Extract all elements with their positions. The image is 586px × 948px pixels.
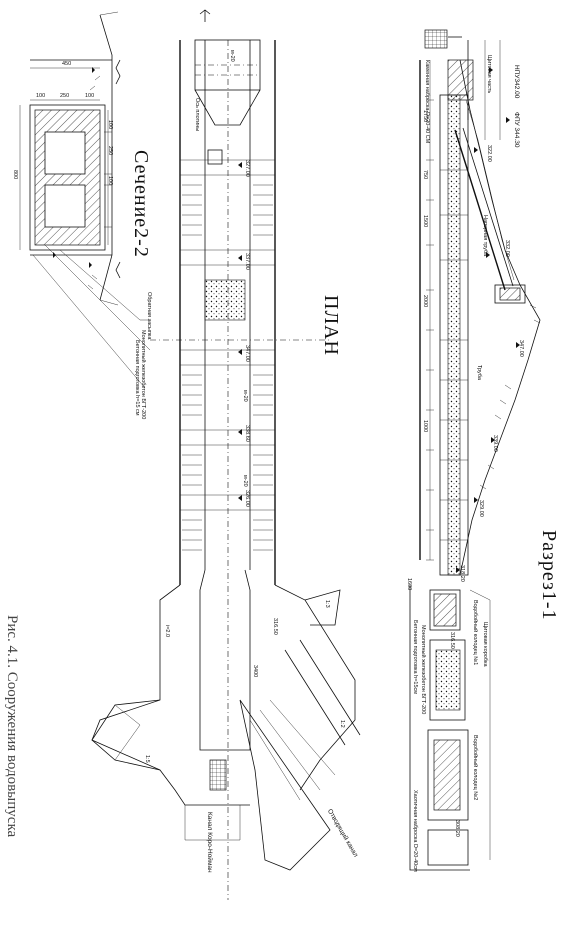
shield-box bbox=[429, 589, 461, 631]
dim-100-c: 100 bbox=[107, 120, 113, 130]
label-2000: 2000 bbox=[422, 295, 428, 308]
pipe-conduit bbox=[447, 94, 461, 576]
label-npu: НПУ342.00 bbox=[513, 65, 520, 99]
label-m20-b: м-20 bbox=[242, 390, 248, 402]
label-1500a: 1500 bbox=[422, 215, 428, 228]
label-backfill: Обратная засыпка bbox=[146, 292, 152, 340]
dim-100-b: 100 bbox=[85, 93, 95, 99]
label-1600: 1600 bbox=[406, 578, 412, 591]
title-stamp bbox=[424, 29, 448, 49]
label-concrete-22: Бетонная подготовка h=15 см bbox=[134, 340, 140, 416]
label-fpu: ФПУ 344.30 bbox=[513, 112, 520, 148]
stilling-well-2 bbox=[427, 729, 469, 821]
label-750: 750 bbox=[422, 170, 428, 180]
label-canal-koro: Канал Коро-Нойман bbox=[206, 812, 213, 873]
label-308: 308.20 bbox=[454, 820, 460, 837]
label-338: 338.60 bbox=[244, 425, 250, 442]
section-1-1-title: Разрез1-1 bbox=[538, 530, 560, 621]
dim-250-v: 250 bbox=[107, 146, 113, 156]
plan-view bbox=[91, 9, 361, 900]
label-329: 329.00 bbox=[478, 500, 484, 517]
section-2-2-title: Сечение2-2 bbox=[130, 150, 152, 258]
dam-embankment bbox=[459, 59, 541, 576]
label-shield-box: Щитовая коробка bbox=[482, 622, 488, 667]
section-2-2 bbox=[19, 11, 151, 389]
label-slope-2: 1:3 bbox=[324, 600, 330, 608]
dim-450: 450 bbox=[62, 61, 72, 67]
label-1000: 1000 bbox=[422, 420, 428, 433]
figure-caption: Рис. 4.1. Сооружения водовыпуска bbox=[4, 615, 20, 838]
label-316: 316.50 bbox=[449, 632, 455, 649]
label-326: 326.00 bbox=[244, 490, 250, 507]
label-m20-a: м-20 bbox=[229, 50, 235, 62]
dim-100-d: 100 bbox=[107, 176, 113, 186]
label-339: 339.00 bbox=[492, 435, 498, 452]
label-347-plan: 347.00 bbox=[244, 345, 250, 362]
label-slope-3: 1:2 bbox=[339, 720, 345, 728]
label-322: 322.00 bbox=[486, 145, 492, 162]
outlet-canal bbox=[239, 699, 331, 871]
label-stone-fill: Каменная наброска D=20-40 СМ bbox=[424, 60, 430, 144]
label-i20: i=2.0 bbox=[164, 625, 170, 638]
stilling-pool bbox=[209, 759, 227, 791]
label-dam-axis: Ось плотины bbox=[194, 98, 200, 132]
label-3400: 3400 bbox=[252, 665, 258, 678]
label-well-2: Водобойный колодец №2 bbox=[472, 735, 478, 801]
label-pipe: Труба bbox=[476, 365, 482, 380]
shield-part bbox=[447, 59, 474, 101]
label-337: 337.00 bbox=[244, 253, 250, 270]
section-1-1 bbox=[409, 29, 541, 871]
label-concrete-prep: Бетонная подготовка h=15см bbox=[412, 620, 418, 695]
label-m20-c: м-20 bbox=[242, 475, 248, 487]
label-well-1: Водобойный колодец №1 bbox=[472, 600, 478, 666]
shaft-tower bbox=[494, 284, 526, 304]
label-332: 332.00 bbox=[504, 240, 510, 257]
label-318: 318.20 bbox=[459, 565, 465, 582]
dim-250: 250 bbox=[60, 93, 70, 99]
label-shield-part: Щитовая часть bbox=[486, 55, 492, 94]
dim-800: 800 bbox=[12, 170, 18, 180]
plan-outlet bbox=[199, 569, 251, 751]
label-1750: 1750 bbox=[422, 110, 428, 123]
stilling-well-1 bbox=[429, 639, 466, 721]
label-316-plan: 316.50 bbox=[272, 618, 278, 635]
label-stone-fill-2: Хаотичная наброска D=20-40см bbox=[412, 790, 418, 872]
label-slope-1: 1:5 bbox=[144, 755, 150, 763]
dim-100-a: 100 bbox=[36, 93, 46, 99]
label-347: 347.00 bbox=[518, 340, 524, 357]
label-327: 327.00 bbox=[244, 160, 250, 177]
label-pressure-pipe: Напорная труба bbox=[482, 215, 488, 257]
plan-title: ПЛАН bbox=[320, 295, 342, 356]
label-monolith: Монолитный железобетон БГТ-200 bbox=[420, 625, 426, 715]
label-monolith-22: Монолитный железобетон БГТ-200 bbox=[140, 330, 146, 420]
